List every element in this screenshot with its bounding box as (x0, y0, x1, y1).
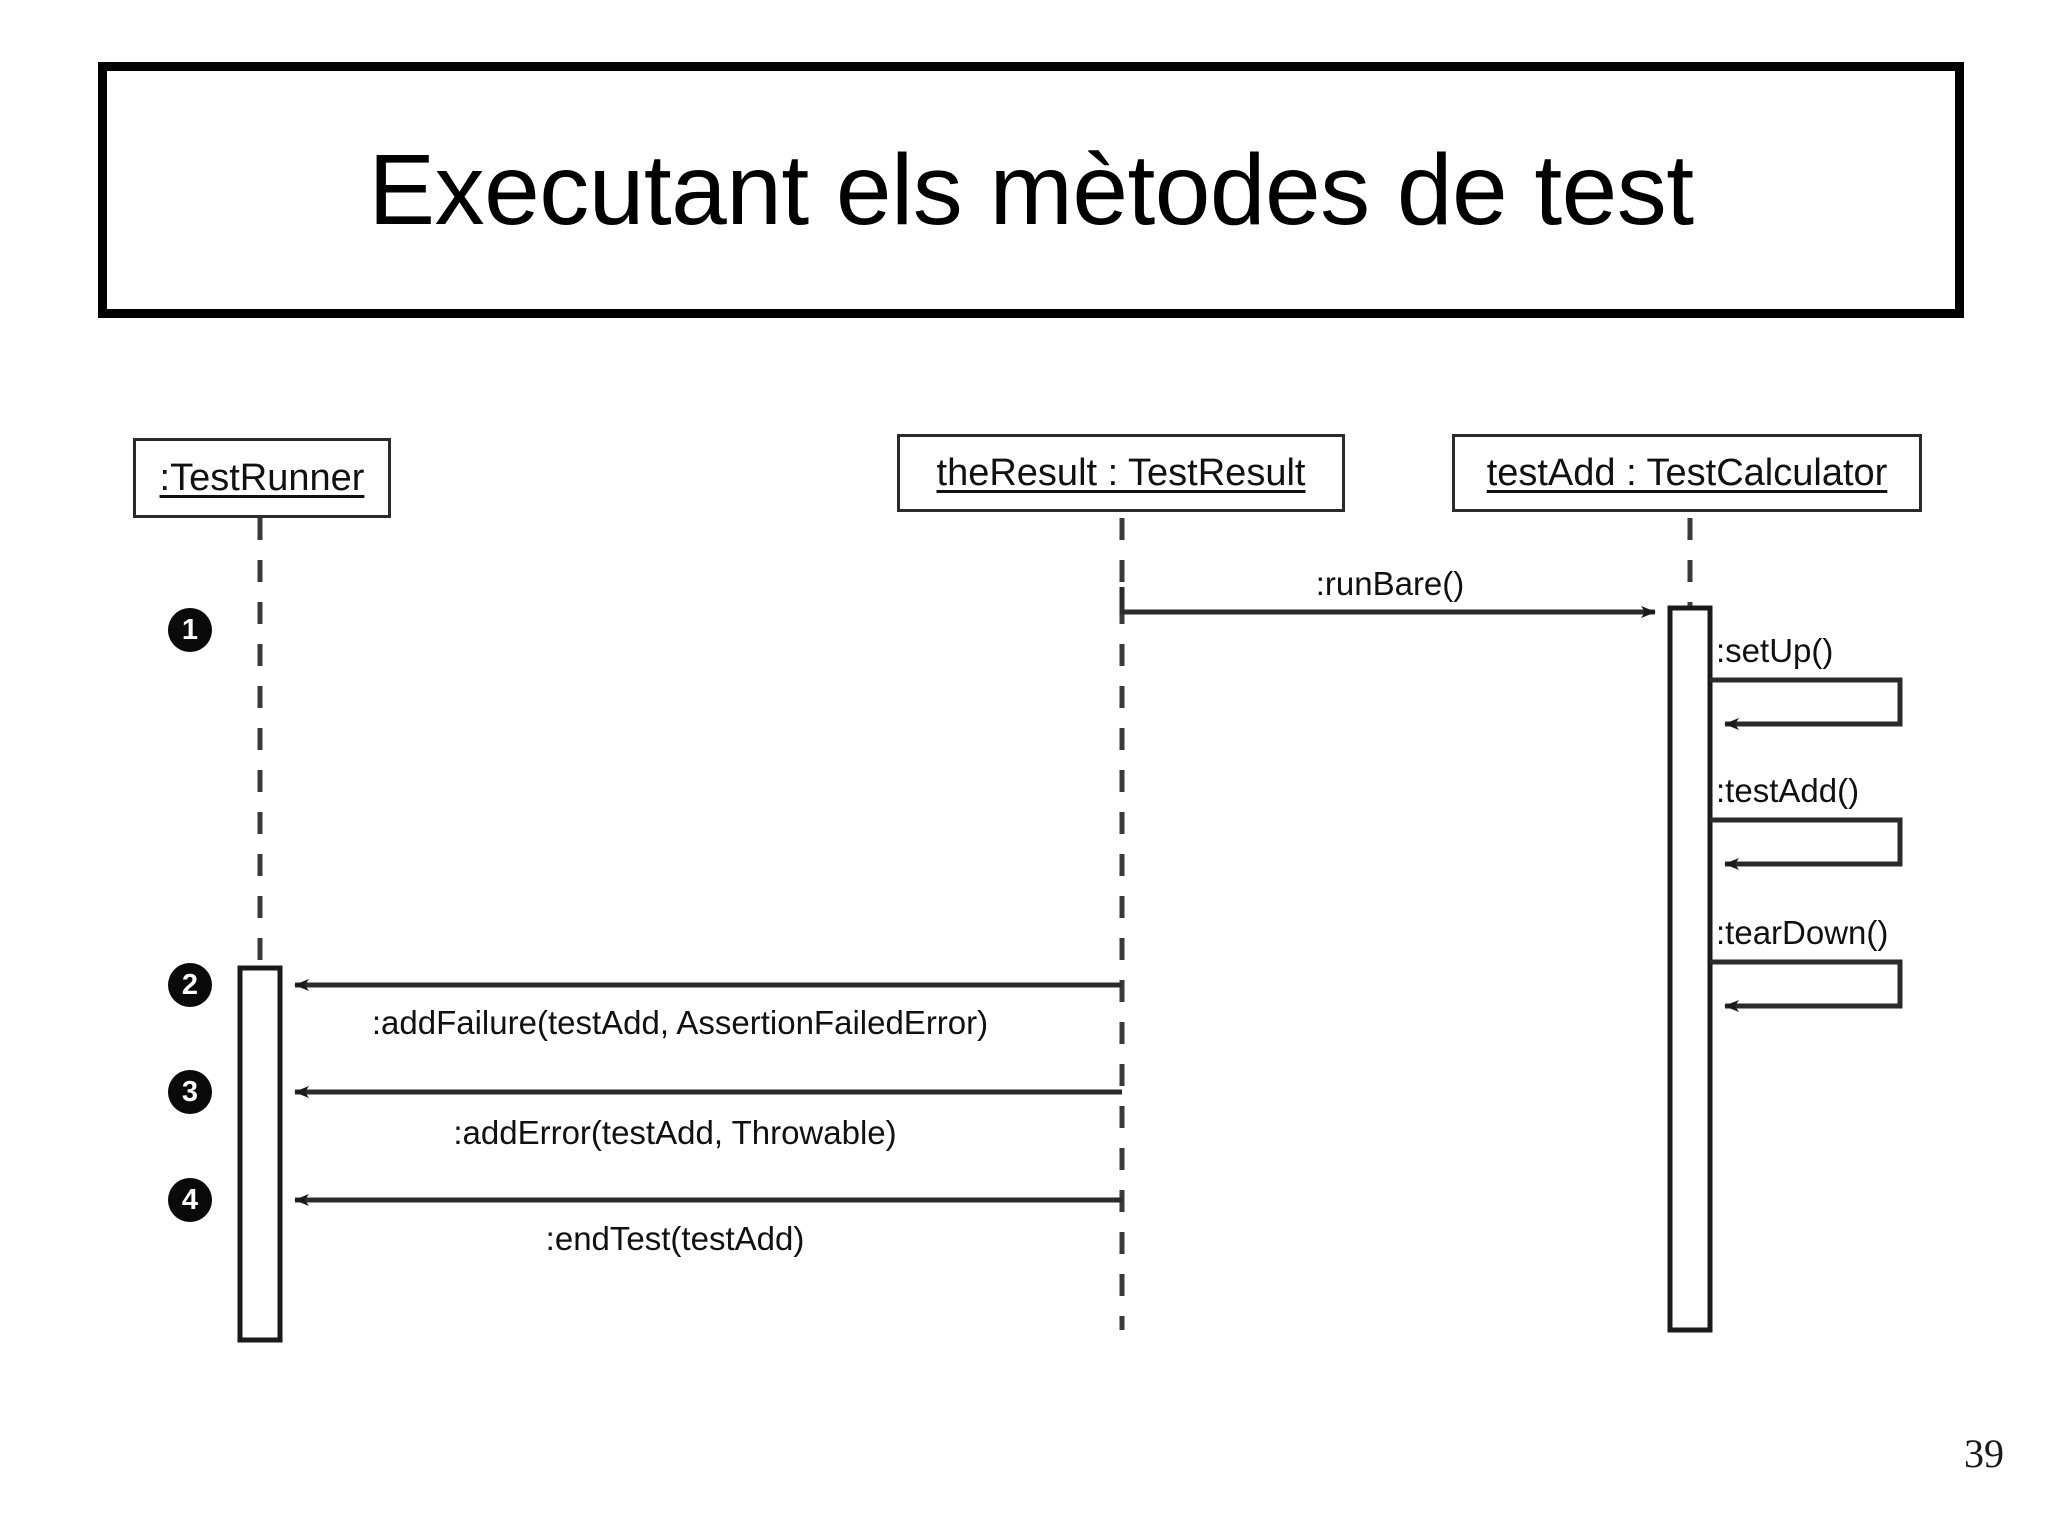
message-label-testadd: :testAdd() (1716, 772, 1860, 809)
message-label-runbare: :runBare() (1315, 565, 1465, 602)
lifeline-label-testrunner: :TestRunner (159, 456, 365, 499)
step-marker-1-number: 1 (181, 613, 199, 646)
activation-bar-testcalculator (1667, 605, 1713, 1333)
message-arrow-runbare (1119, 587, 1656, 618)
step-marker-2-number: 2 (181, 968, 199, 1001)
message-arrow-setup (1710, 677, 1903, 730)
lifeline-label-testcalculator: testAdd : TestCalculator (1486, 451, 1888, 494)
step-marker-2: 2 (168, 963, 212, 1007)
step-marker-3-number: 3 (181, 1075, 199, 1108)
message-label-teardown: :tearDown() (1716, 914, 1889, 951)
step-marker-1: 1 (168, 608, 212, 652)
lifeline-head-theresult[interactable]: theResult : TestResult (897, 434, 1345, 512)
page-number: 39 (1964, 1431, 2004, 1476)
step-marker-4: 4 (168, 1178, 212, 1222)
step-marker-4-number: 4 (181, 1183, 199, 1216)
message-arrow-teardown (1710, 959, 1903, 1012)
activation-bar-testrunner (237, 965, 283, 1343)
message-label-setup: :setUp() (1716, 632, 1834, 669)
message-arrow-testadd (1710, 817, 1903, 870)
message-label-addfailure: :addFailure(testAdd, AssertionFailedErro… (371, 1004, 989, 1041)
lifeline-head-testcalculator[interactable]: testAdd : TestCalculator (1452, 434, 1922, 512)
lifeline-label-theresult: theResult : TestResult (936, 451, 1306, 494)
message-label-endtest: :endTest(testAdd) (545, 1220, 805, 1257)
step-marker-3: 3 (168, 1070, 212, 1114)
lifeline-head-testrunner[interactable]: :TestRunner (133, 438, 391, 518)
message-label-adderror: :addError(testAdd, Throwable) (453, 1114, 897, 1151)
slide-title-box: Executant els mètodes de test (98, 62, 1964, 318)
page-title: Executant els mètodes de test (368, 133, 1694, 246)
